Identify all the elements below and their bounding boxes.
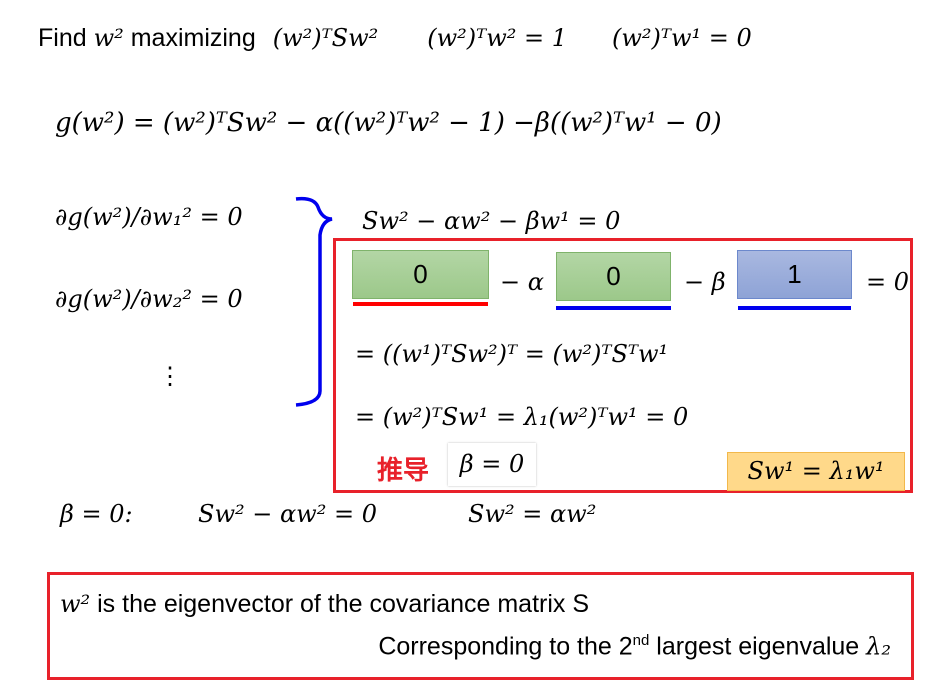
derivation-step-1: = ((w¹)ᵀSw²)ᵀ = (w²)ᵀSᵀw¹ (355, 340, 669, 368)
beta-condition: β = 0: (60, 500, 133, 528)
beta-equation-1: Sw² − αw² = 0 (198, 500, 377, 528)
lagrangian: g(w²) = (w²)ᵀSw² − α((w²)ᵀw² − 1) −β((w²… (55, 108, 722, 138)
blue-underline-1 (556, 306, 671, 310)
derive-label: 推导 (377, 455, 430, 485)
vertical-ellipsis: ⋮ (158, 362, 182, 390)
objective: (w²)ᵀSw² (272, 24, 379, 52)
conclusion-text-3: largest eigenvalue (649, 632, 867, 661)
derivation-step-2: = (w²)ᵀSw¹ = λ₁(w²)ᵀw¹ = 0 (355, 403, 689, 431)
conclusion-line-1: w² is the eigenvector of the covariance … (60, 590, 589, 619)
conclusion-line-2: Corresponding to the 2nd largest eigenva… (378, 632, 891, 661)
minus-beta: − β (684, 268, 726, 296)
conclusion-box (47, 572, 914, 680)
eigen-note: Sw¹ = λ₁w¹ (727, 452, 905, 491)
problem-statement: Find w² maximizing (w²)ᵀSw² (w²)ᵀw² = 1 … (38, 24, 752, 53)
red-underline (353, 302, 488, 306)
maximizing-text: maximizing (130, 24, 256, 52)
find-text: Find (38, 24, 87, 52)
gradient-equation: Sw² − αw² − βw¹ = 0 (362, 207, 621, 235)
blue-underline-2 (738, 306, 851, 310)
partial-2: ∂g(w²)/∂w₂² = 0 (55, 285, 243, 313)
term-patch-1: 0 (352, 250, 489, 299)
beta-equation-2: Sw² = αw² (468, 500, 597, 528)
constraint-2: (w²)ᵀw¹ = 0 (611, 24, 752, 52)
ordinal-suffix: nd (632, 632, 650, 649)
minus-alpha: − α (500, 268, 544, 296)
conclusion-text-2: Corresponding to the 2 (378, 632, 633, 661)
term-patch-3: 1 (737, 250, 852, 299)
beta-result: β = 0 (448, 443, 536, 486)
variable: w² (93, 24, 124, 52)
brace-icon (295, 196, 333, 407)
conclusion-text-1: is the eigenvector of the covariance mat… (90, 590, 590, 618)
constraint-1: (w²)ᵀw² = 1 (427, 24, 568, 52)
derivation-box (333, 238, 913, 493)
term-patch-2: 0 (556, 252, 671, 301)
partial-1: ∂g(w²)/∂w₁² = 0 (55, 203, 243, 231)
equals-zero: = 0 (866, 268, 908, 296)
lambda-2: λ₂ (866, 632, 891, 661)
variable: w² (60, 590, 91, 618)
